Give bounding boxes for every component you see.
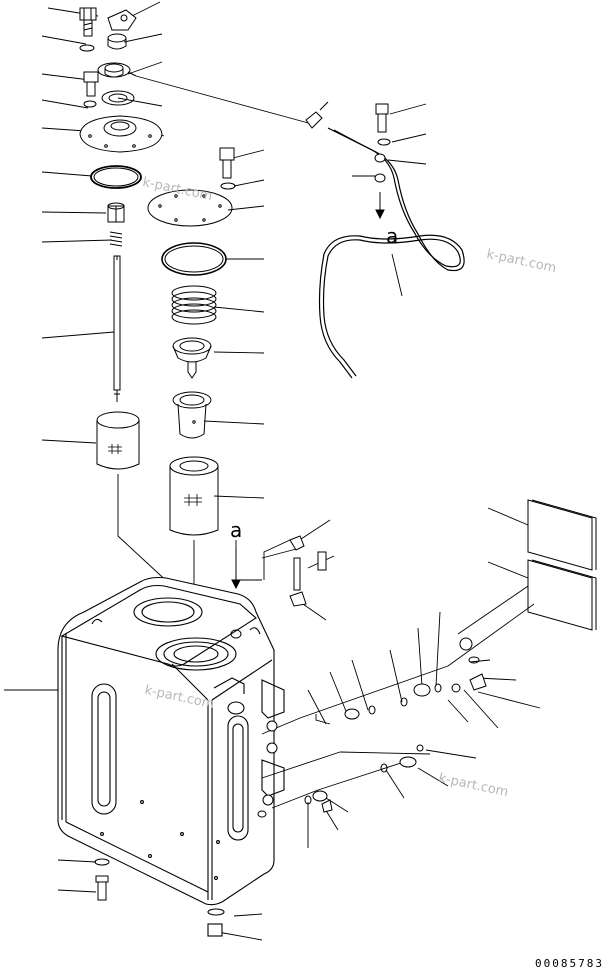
gasket-flange — [101, 90, 135, 106]
tank-filter-ports — [133, 597, 237, 671]
leader-lines-upper-right — [352, 103, 427, 297]
bolt-center — [219, 147, 235, 179]
hose-clamp — [305, 101, 329, 129]
leader-lines-lower-right — [217, 507, 541, 941]
breather-cap — [107, 9, 137, 31]
bolt-second — [83, 71, 99, 97]
sight-gauge-right — [227, 715, 249, 841]
small-tube — [293, 557, 301, 591]
adapter-nut — [107, 33, 127, 50]
spring — [109, 231, 123, 247]
flange-nipple — [97, 62, 137, 78]
elbow-fitting — [289, 535, 305, 551]
sight-gauge-left — [91, 683, 117, 815]
bolt-top-left — [79, 7, 97, 37]
o-ring — [90, 165, 142, 189]
breather-hose — [322, 127, 461, 377]
bolt-upper-right — [375, 103, 389, 133]
elbow-fitting — [289, 591, 307, 607]
washer — [83, 100, 97, 108]
washer — [220, 182, 236, 190]
fittings-center-right — [230, 535, 327, 639]
bellows-spring — [171, 285, 217, 325]
detail-arrow-tank — [231, 548, 241, 590]
o-ring-large — [161, 242, 227, 276]
washer — [79, 44, 95, 52]
hydraulic-tank — [57, 576, 285, 937]
round-cover — [147, 189, 233, 227]
bypass-valve — [172, 337, 212, 379]
spacer-block — [317, 551, 327, 571]
pipe-assembly — [261, 603, 535, 809]
washer — [377, 138, 391, 146]
drain-plug — [207, 908, 225, 937]
rail-fittings — [257, 637, 487, 818]
leader-lines-left — [4, 7, 115, 893]
left-parts-stack — [79, 7, 163, 470]
cover-plate — [79, 115, 163, 153]
strainer — [172, 391, 212, 439]
o-ring-inner — [93, 167, 139, 187]
breather-hose-assembly — [135, 75, 465, 379]
small-filter-element — [96, 411, 140, 470]
detail-label-a-hose: a — [386, 224, 399, 248]
detail-label-a-tank: a — [230, 518, 243, 542]
hex-nut — [107, 202, 125, 223]
bottom-bolt — [94, 858, 110, 901]
center-parts-stack — [147, 147, 236, 536]
detail-arrow-hose — [375, 192, 385, 220]
large-filter-element — [169, 456, 219, 536]
long-rod — [113, 255, 121, 402]
hose-fitting — [374, 153, 386, 183]
leader-lines-center — [117, 1, 265, 499]
drawing-number: 00085783 — [535, 957, 604, 970]
o-ring-large-inner — [164, 245, 224, 273]
rubber-pads — [527, 499, 597, 631]
